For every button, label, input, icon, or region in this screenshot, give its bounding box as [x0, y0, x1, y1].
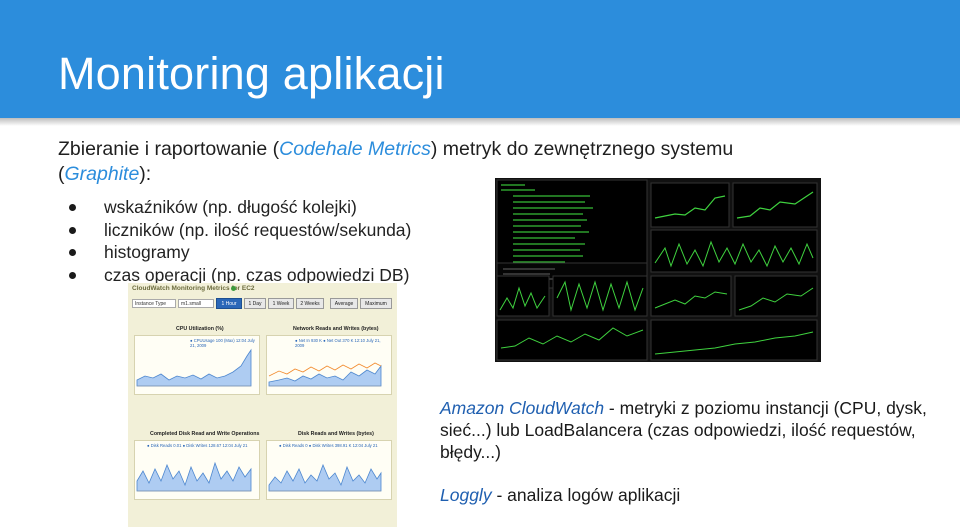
- cpu-chart: ● CPUUsage 100 (Max) 12:04 July 21, 2009: [134, 335, 260, 395]
- chart-legend: ● Disk Reads 0 ● Disk Writes 398.91 K 12…: [279, 443, 378, 448]
- intro-system: Graphite: [64, 163, 140, 185]
- intro-middle: ) metryk do zewnętrznego systemu (: [58, 138, 734, 185]
- slide-header: [0, 0, 960, 118]
- loggly-description: - analiza logów aplikacji: [491, 485, 681, 505]
- bullet-text: wskaźników (np. długość kolejki): [104, 197, 357, 217]
- intro-after: ):: [139, 163, 152, 185]
- loggly-name: Loggly: [440, 485, 492, 505]
- bullet-icon: [69, 204, 76, 211]
- stat-average[interactable]: Average: [330, 298, 358, 309]
- range-1-week[interactable]: 1 Week: [268, 298, 294, 309]
- range-2-weeks[interactable]: 2 Weeks: [296, 298, 324, 309]
- network-chart: ● Net In 930 K ● Net Out 370 K 12:10 Jul…: [266, 335, 392, 395]
- bullet-list: wskaźników (np. długość kolejki) licznik…: [64, 196, 411, 286]
- loggly-note: Loggly - analiza logów aplikacji: [440, 484, 940, 506]
- chart-title: CPU Utilization (%): [176, 326, 224, 332]
- chart-legend: ● CPUUsage 100 (Max) 12:04 July 21, 2009: [190, 338, 255, 348]
- stat-maximum[interactable]: Maximum: [360, 298, 392, 309]
- disk-bytes-chart: ● Disk Reads 0 ● Disk Writes 398.91 K 12…: [266, 440, 392, 500]
- slide-title: Monitoring aplikacji: [58, 48, 445, 99]
- chart-title: Network Reads and Writes (bytes): [293, 326, 379, 332]
- refresh-icon: [231, 286, 236, 291]
- bullet-icon: [69, 249, 76, 256]
- cloudwatch-screenshot: CloudWatch Monitoring Metrics for EC2 In…: [128, 283, 397, 527]
- list-item: histogramy: [64, 241, 411, 264]
- bullet-text: liczników (np. ilość requestów/sekunda): [104, 219, 412, 240]
- intro-lib: Codehale Metrics: [279, 138, 431, 160]
- list-item: czas operacji (np. czas odpowiedzi DB): [64, 264, 411, 287]
- chart-legend: ● Disk Reads 0.01 ● Disk Writes 128.67 1…: [147, 443, 248, 448]
- chart-title: Disk Reads and Writes (bytes): [298, 431, 374, 437]
- list-item: liczników (np. ilość requestów/sekunda): [64, 219, 411, 242]
- chart-title: Completed Disk Read and Write Operations: [150, 431, 260, 437]
- instance-type-select[interactable]: Instance Type: [132, 299, 176, 308]
- graphite-dashboard-graphic: [495, 178, 821, 362]
- graphite-dashboard-image: [495, 178, 821, 362]
- cpu-chart-graphic: [136, 348, 252, 387]
- cloudwatch-note: Amazon CloudWatch - metryki z poziomu in…: [440, 397, 940, 463]
- bullet-text: czas operacji (np. czas odpowiedzi DB): [104, 264, 410, 285]
- bullet-icon: [69, 271, 76, 279]
- intro-text: Zbieranie i raportowanie (Codehale Metri…: [58, 137, 818, 187]
- disk-ops-chart: ● Disk Reads 0.01 ● Disk Writes 128.67 1…: [134, 440, 260, 500]
- network-chart-graphic: [268, 362, 382, 387]
- cloudwatch-description: - metryki z poziomu instancji (CPU, dysk…: [440, 398, 927, 462]
- range-1-hour[interactable]: 1 Hour: [216, 298, 242, 309]
- cloudwatch-title: CloudWatch Monitoring Metrics for EC2: [132, 285, 255, 292]
- list-item: wskaźników (np. długość kolejki): [64, 196, 411, 219]
- range-1-day[interactable]: 1 Day: [244, 298, 266, 309]
- disk-bytes-chart-graphic: [268, 463, 382, 492]
- bullet-text: histogramy: [104, 242, 190, 262]
- chart-legend: ● Net In 930 K ● Net Out 370 K 12:10 Jul…: [295, 338, 381, 348]
- instance-size-select[interactable]: m1.small: [178, 299, 214, 308]
- disk-ops-chart-graphic: [136, 461, 252, 492]
- header-shadow: [0, 118, 960, 126]
- intro-before: Zbieranie i raportowanie (: [58, 138, 280, 160]
- cloudwatch-name: Amazon CloudWatch: [440, 398, 605, 418]
- bullet-icon: [69, 226, 76, 234]
